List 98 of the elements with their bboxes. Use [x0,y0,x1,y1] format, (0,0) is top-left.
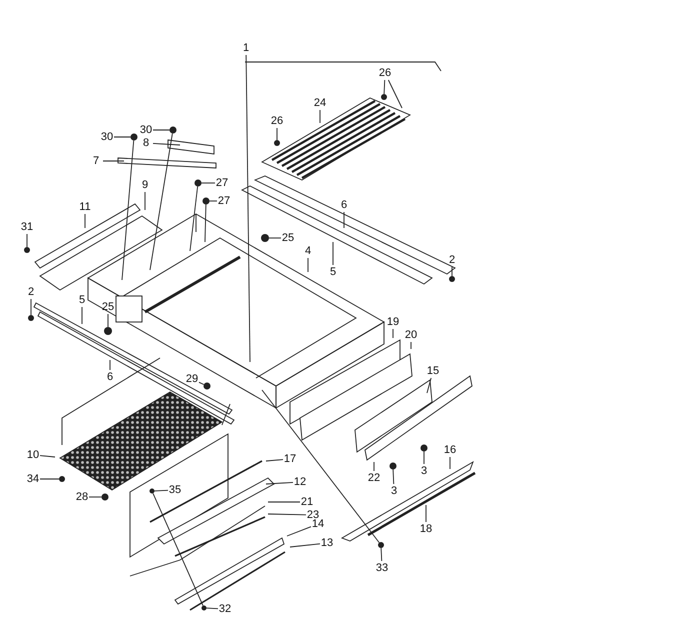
callout-number: 3 [420,465,428,477]
callout-number: 17 [284,453,296,465]
leader-line [152,142,180,146]
leader-line [286,526,312,536]
leader-line [84,214,86,228]
leader-line [201,182,216,184]
leader-line [152,492,204,606]
callout-number: 30 [140,124,152,136]
leader-line [392,469,394,484]
leader-line [262,390,380,544]
leader-line [290,543,320,548]
callout-number: 2 [28,286,34,298]
callout-number: 10 [26,449,40,461]
callout-number: 23 [306,509,320,521]
leader-line [380,548,382,562]
callout-number: 29 [186,373,198,385]
callout-number: 35 [168,484,182,496]
leader-line [384,80,386,94]
callout-number: 24 [314,97,326,109]
callout-number: 9 [142,179,148,191]
callout-number: 15 [426,365,440,377]
callout-number: 32 [218,603,232,615]
callout-number: 18 [420,523,432,535]
fastener-icon [150,488,154,494]
callout-number: 6 [340,199,348,211]
leader-line [102,160,124,162]
fastener-icon [24,247,30,253]
leader-line [392,328,394,338]
callout-number: 3 [390,485,398,497]
callout-number: 28 [76,491,88,503]
callout-number: 8 [142,137,150,149]
callout-number: 25 [282,232,294,244]
callout-number: 31 [20,221,34,233]
leader-line [190,186,198,252]
callout-number: 11 [79,201,91,213]
leader-line [209,200,218,202]
leader-line [410,342,412,350]
fastener-icon [102,494,108,500]
callout-number: 27 [216,177,228,189]
callout-number: 34 [26,473,40,485]
callout-number: 20 [404,329,418,341]
leader-line [40,478,60,480]
fastener-icon [28,315,34,321]
leader-line [206,608,218,610]
callout-number: 5 [330,266,336,278]
leader-line [154,490,168,492]
leader-line [144,192,146,210]
leader-line [332,242,334,266]
leader-line [26,234,28,248]
callout-number: 27 [218,195,230,207]
fastener-icon [194,180,202,186]
leader-line [266,482,294,484]
callout-number: 14 [312,518,324,530]
callout-number: 26 [270,115,284,127]
leader-line [150,133,173,270]
leader-line [122,140,134,280]
callout-number: 30 [100,131,114,143]
callout-number: 33 [376,562,388,574]
leader-line [276,128,278,140]
callout-number: 1 [242,42,250,54]
callout-number: 19 [386,316,400,328]
callout-number: 6 [106,371,114,383]
leader-line [88,496,102,498]
leader-line [246,54,250,362]
callout-number: 26 [378,67,392,79]
fastener-icon [204,382,210,390]
callout-number: 16 [444,444,456,456]
leader-line [388,80,402,108]
fastener-icon [170,126,176,134]
callout-number: 12 [294,476,306,488]
fastener-icon [104,327,112,335]
fastener-icon [449,276,455,282]
callout-number: 22 [368,472,380,484]
fastener-icon [261,234,269,242]
fastener-icon [274,140,280,146]
callout-number: 7 [92,155,100,167]
leader-line [204,204,206,242]
fastener-icon [381,94,387,100]
callout-number: 5 [78,294,86,306]
leader-line [198,382,204,385]
leader-line [426,378,432,394]
fastener-icon [378,542,384,548]
leader-line [30,298,32,316]
fastener-icon [130,134,138,140]
fastener-icon [202,198,210,204]
fastener-icon [420,444,428,452]
leader-line [268,514,306,516]
callout-number: 4 [304,245,312,257]
callout-number: 2 [448,254,456,266]
callout-number: 13 [320,537,334,549]
callout-number: 25 [102,301,114,313]
fastener-icon [202,606,206,610]
fastener-icon [390,462,396,470]
callout-number: 21 [300,496,314,508]
leader-line [114,136,131,138]
fastener-icon [59,476,65,482]
leader-line [40,455,56,458]
leader-line [266,459,284,462]
